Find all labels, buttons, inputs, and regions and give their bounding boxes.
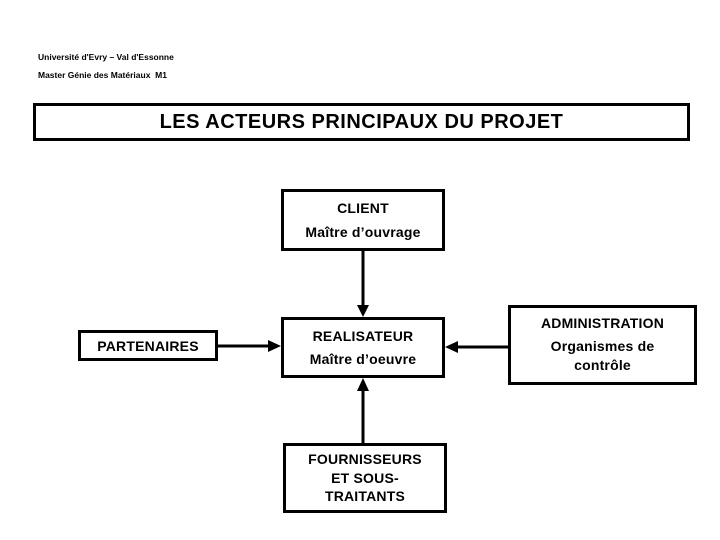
node-realisateur: REALISATEUR Maître d’oeuvre — [281, 317, 445, 378]
node-fournisseurs-line3: TRAITANTS — [324, 488, 406, 505]
node-administration-subtitle-line2: contrôle — [574, 357, 631, 374]
node-client-title: CLIENT — [337, 200, 389, 216]
course-name: Master Génie des Matériaux M1 — [38, 70, 167, 80]
university-name: Université d'Evry – Val d'Essonne — [38, 52, 174, 62]
node-realisateur-subtitle: Maître d’oeuvre — [309, 351, 417, 368]
node-administration-subtitle: Organismes de contrôle — [551, 337, 655, 375]
node-realisateur-title: REALISATEUR — [312, 327, 414, 344]
node-fournisseurs: FOURNISSEURS ET SOUS- TRAITANTS — [283, 443, 447, 513]
node-administration-title: ADMINISTRATION — [540, 314, 665, 331]
arrow-partenaires-to-realisateur — [218, 340, 281, 352]
node-partenaires: PARTENAIRES — [78, 330, 218, 361]
arrow-administration-to-realisateur — [445, 341, 508, 353]
node-fournisseurs-line1: FOURNISSEURS — [308, 450, 422, 467]
slide-title-box: LES ACTEURS PRINCIPAUX DU PROJET — [33, 103, 690, 141]
node-client: CLIENT Maître d’ouvrage — [281, 189, 445, 251]
node-partenaires-title: PARTENAIRES — [97, 337, 199, 354]
node-fournisseurs-label: FOURNISSEURS ET SOUS- TRAITANTS — [308, 450, 422, 507]
node-client-subtitle: Maître d’ouvrage — [305, 224, 421, 240]
node-administration-subtitle-line1: Organismes de — [550, 338, 655, 355]
slide-title: LES ACTEURS PRINCIPAUX DU PROJET — [159, 110, 564, 133]
arrow-fournisseurs-to-realisateur — [357, 378, 369, 443]
node-fournisseurs-line2: ET SOUS- — [331, 469, 399, 486]
arrow-client-to-realisateur — [357, 251, 369, 317]
node-administration: ADMINISTRATION Organismes de contrôle — [508, 305, 697, 385]
